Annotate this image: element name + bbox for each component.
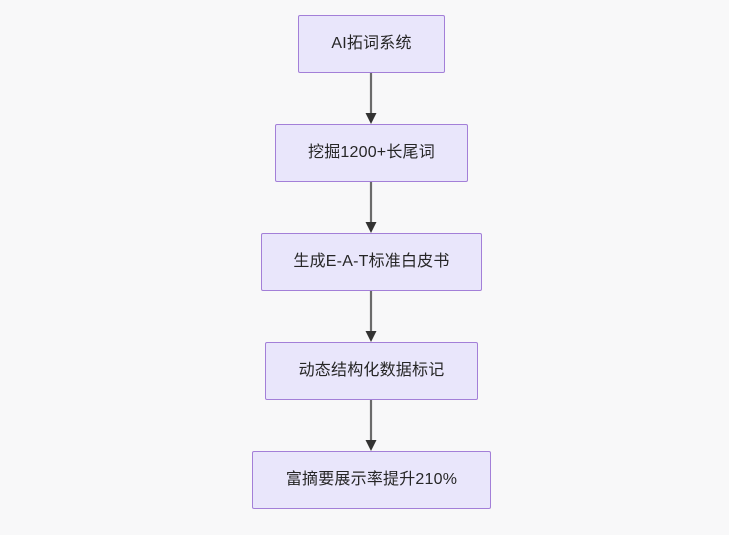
connector-node2-to-node3 <box>360 182 382 233</box>
connector-node4-to-node5 <box>360 400 382 451</box>
flow-node-label: 生成E-A-T标准白皮书 <box>293 253 450 271</box>
flow-node-label: 富摘要展示率提升210% <box>285 471 458 489</box>
flow-node-rich-snippet-result[interactable]: 富摘要展示率提升210% <box>252 451 491 509</box>
flow-node-label: AI拓词系统 <box>331 35 412 53</box>
connector-node1-to-node2 <box>360 73 382 124</box>
flow-node-label: 动态结构化数据标记 <box>298 362 445 380</box>
flow-node-eat-whitepaper[interactable]: 生成E-A-T标准白皮书 <box>261 233 482 291</box>
flow-node-label: 挖掘1200+长尾词 <box>308 144 435 162</box>
flow-node-ai-keyword-system[interactable]: AI拓词系统 <box>298 15 445 73</box>
flow-node-structured-data-markup[interactable]: 动态结构化数据标记 <box>265 342 478 400</box>
flow-node-longtail-keywords[interactable]: 挖掘1200+长尾词 <box>275 124 468 182</box>
connector-node3-to-node4 <box>360 291 382 342</box>
